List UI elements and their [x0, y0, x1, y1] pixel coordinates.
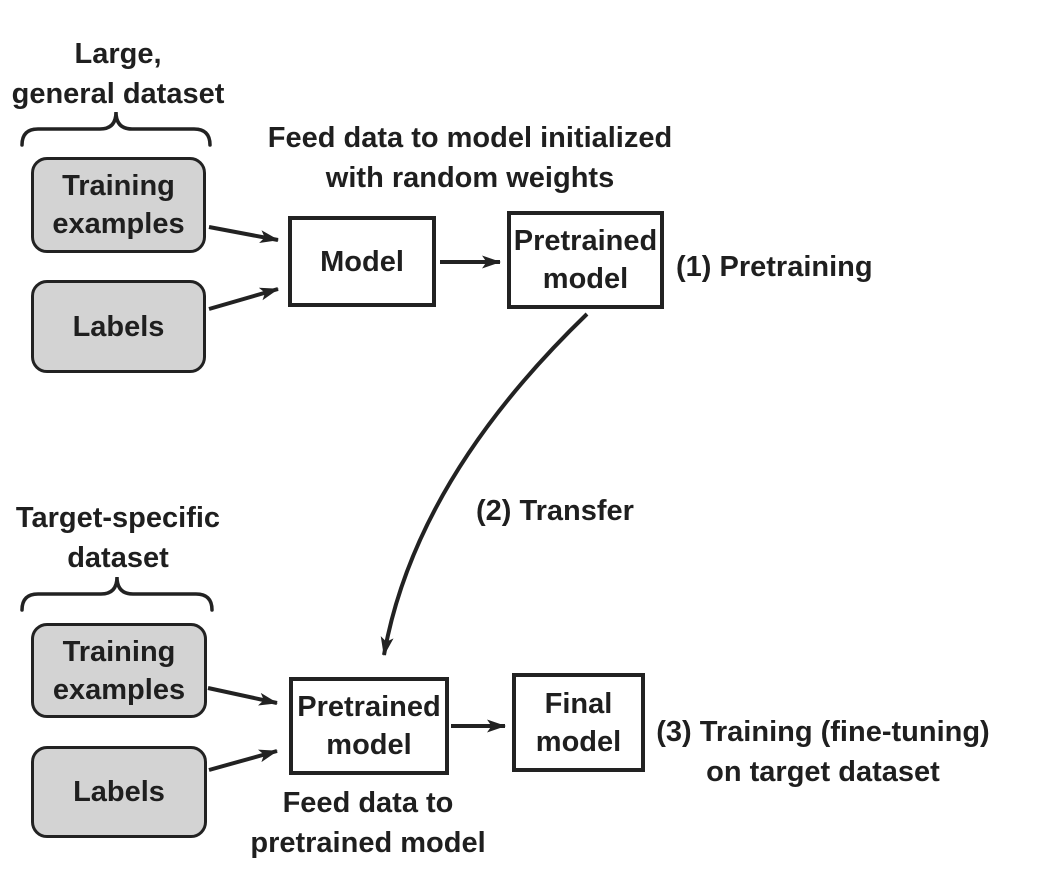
arrow-labels-to-model: [208, 287, 279, 311]
large-dataset-brace-label: Large, general dataset: [11, 38, 225, 110]
stage2-step-label: (2) Transfer: [476, 495, 634, 527]
stage1-step-label: (1) Pretraining: [676, 251, 873, 283]
target-dataset-brace-label: Target-specific dataset: [15, 502, 221, 574]
brace-target-dataset-icon: [20, 576, 214, 612]
stage1-annotation: Feed data to model initialized with rand…: [267, 122, 673, 194]
stage3-annotation: Feed data to pretrained model: [250, 787, 486, 859]
stage3-step-label: (3) Training (fine-tuning) on target dat…: [656, 716, 990, 788]
brace-large-dataset-icon: [20, 111, 212, 147]
stage3-final-model-box: Final model: [512, 673, 645, 772]
stage1-model-box: Model: [288, 216, 436, 307]
arrow-transfer-curve: [380, 312, 589, 656]
stage3-pretrained-model-box: Pretrained model: [289, 677, 449, 775]
stage1-pretrained-model-box: Pretrained model: [507, 211, 664, 309]
stage3-labels-box: Labels: [31, 746, 207, 838]
stage1-training-examples-box: Training examples: [31, 157, 206, 253]
stage1-labels-box: Labels: [31, 280, 206, 373]
arrow-training-examples-to-model: [208, 225, 279, 244]
arrow-labels-to-pretrained: [208, 749, 278, 772]
stage3-training-examples-box: Training examples: [31, 623, 207, 718]
arrow-training-examples-to-pretrained: [207, 686, 278, 706]
